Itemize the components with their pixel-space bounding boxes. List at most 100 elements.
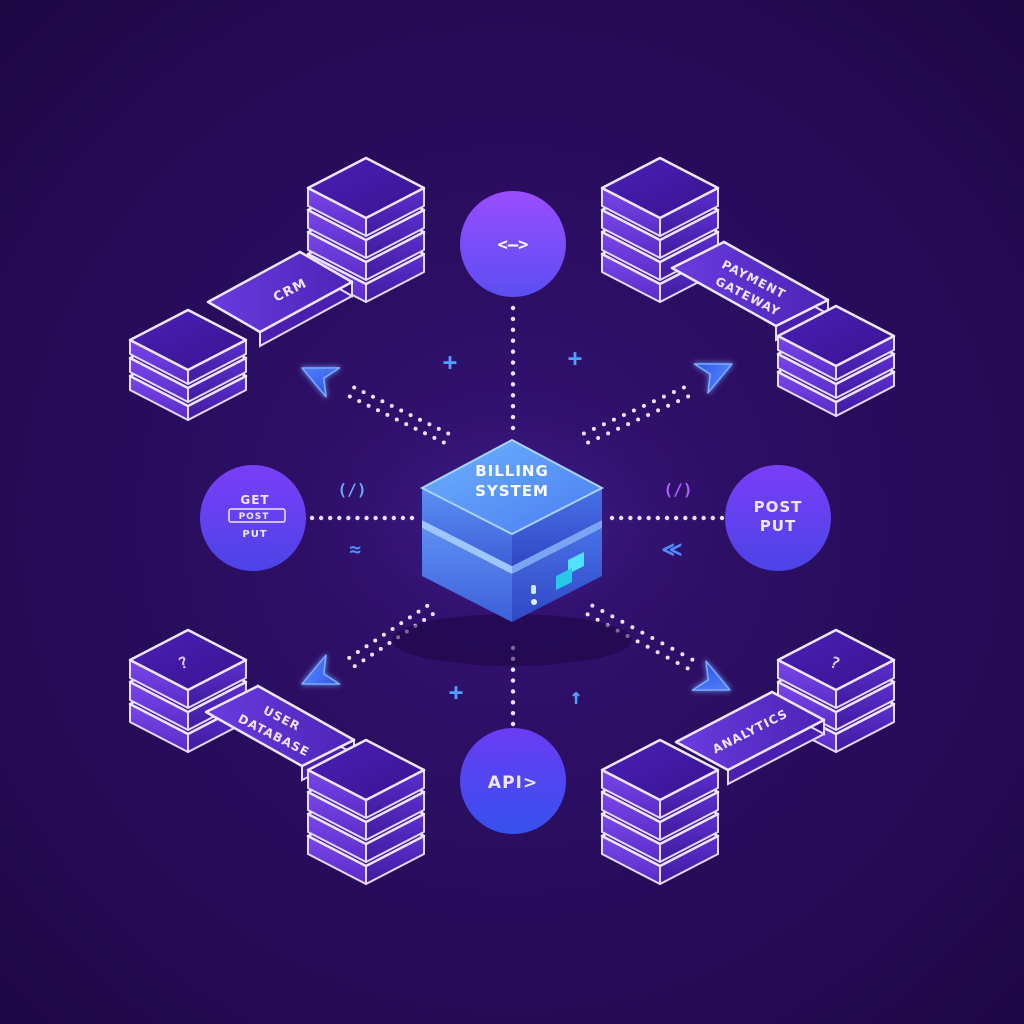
- connector-dot: [357, 399, 362, 404]
- badge-right[interactable]: POST PUT: [725, 465, 831, 571]
- connector-dot: [425, 603, 430, 608]
- connector-dot: [581, 431, 586, 436]
- connector-dot: [510, 371, 516, 376]
- connector-dot: [686, 394, 691, 399]
- connector-dot: [446, 431, 451, 436]
- connector-dot: [413, 426, 418, 431]
- connector-dot: [376, 408, 381, 413]
- connector-left: [309, 515, 415, 521]
- billing-system-title-line1: BILLING: [475, 462, 549, 480]
- connector-dot: [665, 655, 670, 660]
- badge-top[interactable]: <—>: [460, 191, 566, 297]
- connector-dot: [595, 617, 600, 622]
- connector-dot: [630, 625, 635, 630]
- connector-dot: [399, 408, 404, 413]
- arrows: [301, 363, 733, 691]
- phi-icon: (/): [664, 480, 693, 499]
- connector-dot: [651, 399, 656, 404]
- connector-dot: [382, 515, 387, 521]
- connector-dot: [352, 385, 357, 390]
- connector-dot: [347, 655, 352, 660]
- connector-dot: [690, 657, 695, 662]
- badge-left-put: PUT: [242, 529, 267, 540]
- connector-dot: [660, 641, 665, 646]
- analytics-module[interactable]: [600, 628, 896, 885]
- badge-bottom[interactable]: API>: [460, 728, 566, 834]
- up-arrow-icon: ↑: [569, 685, 582, 710]
- core-status-led: [531, 585, 536, 594]
- connector-dot: [327, 515, 333, 521]
- connector-dot: [364, 515, 369, 521]
- connector-dot: [641, 403, 646, 408]
- connector-analytics: [590, 603, 695, 662]
- connector-dot: [510, 700, 516, 705]
- connector-dot: [510, 667, 516, 672]
- analytics-server-stack-layer: [600, 738, 720, 819]
- connector-dot: [650, 636, 655, 641]
- plus-icon: +: [449, 678, 463, 706]
- payment-small-stack-layer: [776, 304, 896, 381]
- connector-dot: [701, 515, 706, 521]
- connector-dot: [510, 721, 516, 727]
- connector-dot: [390, 626, 395, 631]
- connector-dot: [616, 426, 621, 431]
- connector-payment: [586, 394, 691, 445]
- connector-dot: [510, 360, 516, 365]
- connector-dot: [666, 403, 671, 408]
- arrow-to-payment: [693, 363, 733, 394]
- connector-dot: [373, 638, 378, 643]
- connector-dot: [309, 515, 315, 521]
- connector-dot: [399, 621, 404, 626]
- connector-dot: [635, 639, 640, 644]
- connector-dot: [610, 614, 615, 619]
- connector-dot: [510, 305, 516, 311]
- connector-dot: [681, 385, 686, 390]
- connector-dot: [510, 689, 516, 694]
- user-database-module[interactable]: [128, 628, 426, 885]
- connector-dot: [655, 515, 661, 521]
- analytics-small-stack-layer: [776, 628, 896, 709]
- userdb-server-stack-layer: [306, 738, 426, 819]
- crm-server-stack-layer: [306, 156, 426, 237]
- connector-dot: [430, 612, 435, 617]
- crm-module[interactable]: [128, 156, 426, 421]
- connector-dot: [347, 394, 352, 399]
- connector-dot: [370, 394, 375, 399]
- connector-dot: [407, 615, 412, 620]
- analytics-label-plate: [674, 690, 826, 786]
- billing-system-title-line2: SYSTEM: [475, 482, 549, 500]
- connector-dot: [409, 515, 415, 521]
- connector-crm: [347, 394, 446, 445]
- connector-dot: [609, 515, 615, 521]
- connector-dot: [510, 710, 516, 716]
- core-port-light: [556, 568, 572, 590]
- connector-dot: [655, 650, 660, 655]
- connector-dot: [432, 435, 437, 440]
- payment-server-stack-layer: [600, 156, 720, 237]
- connector-dot: [621, 413, 626, 418]
- analytics-small-stack: [776, 628, 896, 753]
- connector-dot: [510, 349, 516, 354]
- connector-dot: [626, 422, 631, 427]
- double-arrow-icon: <—>: [498, 235, 529, 255]
- connector-dot: [585, 612, 590, 617]
- connector-dot: [510, 338, 516, 343]
- connector-dot: [510, 382, 516, 387]
- payment-gateway-module[interactable]: [600, 156, 896, 417]
- crm-small-stack: [128, 308, 248, 421]
- connector-dot: [370, 652, 375, 657]
- crm-small-stack-layer: [128, 308, 248, 385]
- api-badge-label: API>: [488, 773, 538, 793]
- connector-dot: [596, 435, 601, 440]
- connector-dot: [628, 515, 633, 521]
- badge-left[interactable]: GET POST PUT: [200, 465, 306, 571]
- connector-dot: [441, 440, 446, 445]
- billing-system-core[interactable]: BILLING SYSTEM: [392, 438, 632, 666]
- connector-dot: [361, 658, 366, 663]
- connector-dot: [510, 393, 516, 398]
- userdb-small-stack-layer: [128, 628, 248, 709]
- analytics-server-stack: [600, 738, 720, 885]
- connector-userdb: [347, 603, 430, 660]
- connector-dot: [422, 617, 427, 622]
